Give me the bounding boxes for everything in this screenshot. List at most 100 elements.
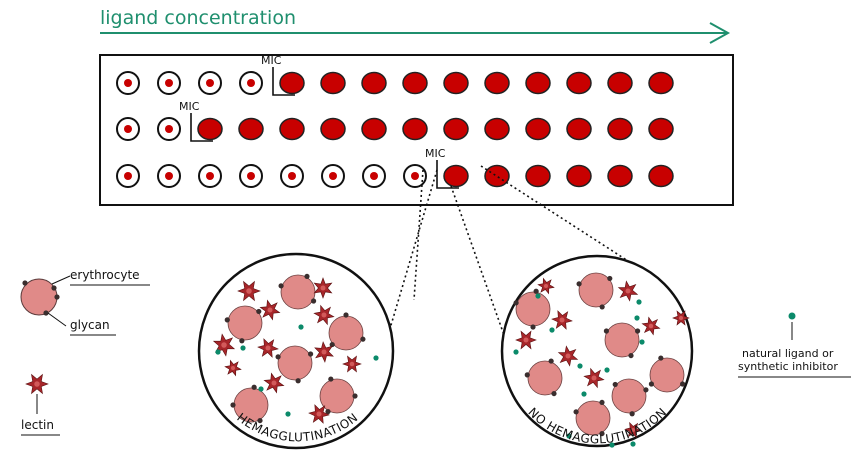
well-agglutinated <box>525 117 551 141</box>
legend-lectin: lectin <box>21 373 60 436</box>
well-agglutinated <box>648 117 674 141</box>
well-button-dot <box>411 172 419 180</box>
glycan <box>576 281 582 287</box>
ligand-dot <box>609 442 615 448</box>
glycan <box>629 411 635 417</box>
well-agglutinated <box>402 117 428 141</box>
well-agglutinated <box>279 117 305 141</box>
glycan <box>643 387 649 393</box>
ligand-dot <box>535 293 541 299</box>
ligand-dot <box>258 386 264 392</box>
mic-label: MIC <box>425 147 446 160</box>
well-agglutinated <box>525 71 551 95</box>
glycan <box>295 378 301 384</box>
well-button-dot <box>206 79 214 87</box>
glycan <box>230 402 236 408</box>
well-agglutinated <box>320 117 346 141</box>
ligand-dot <box>373 355 379 361</box>
glycan <box>256 308 262 315</box>
glycan <box>278 283 284 289</box>
glycan <box>530 324 536 330</box>
erythrocyte <box>578 272 614 308</box>
well-agglutinated <box>402 71 428 95</box>
glycan <box>513 300 519 306</box>
glycan <box>329 341 335 348</box>
glycan <box>634 328 641 334</box>
erythrocyte <box>280 274 316 310</box>
glycan <box>551 390 557 397</box>
ligand-dot <box>634 315 640 321</box>
glycan <box>599 399 605 406</box>
glycan <box>628 352 634 359</box>
well-agglutinated <box>279 71 305 95</box>
glycan <box>275 354 281 360</box>
erythrocyte <box>515 291 551 327</box>
erythrocyte <box>611 378 647 414</box>
well-button-dot <box>247 172 255 180</box>
well-button-dot <box>288 172 296 180</box>
well-agglutinated <box>443 164 469 188</box>
no-hemagglutination-zoom: NO HEMAGGLUTINATION <box>500 254 694 448</box>
well-agglutinated <box>238 117 264 141</box>
mic-markers: MIC MIC MIC <box>179 54 459 189</box>
well-agglutinated <box>566 71 592 95</box>
glycan <box>599 430 605 437</box>
mic-label: MIC <box>179 100 200 113</box>
glycan <box>307 351 314 357</box>
ligand-dot <box>240 345 246 351</box>
erythrocyte <box>527 360 563 396</box>
ligand-dot <box>577 363 583 369</box>
ligand-dot <box>581 391 587 397</box>
glycan <box>328 376 334 382</box>
mic-bracket <box>272 67 295 96</box>
concentration-arrow <box>100 22 731 44</box>
glycan <box>360 336 366 342</box>
well-agglutinated <box>484 117 510 141</box>
well-agglutinated <box>607 164 633 188</box>
ligand-dot <box>513 349 519 355</box>
erythrocyte <box>649 357 685 393</box>
glycan <box>648 381 655 387</box>
ligand-dot <box>298 324 304 330</box>
well-agglutinated <box>525 164 551 188</box>
glycan <box>599 304 605 310</box>
erythrocyte <box>319 378 355 414</box>
ligand-dot <box>630 441 636 447</box>
ligand-dot <box>215 349 221 355</box>
glycan <box>352 393 358 399</box>
ligand-dot <box>549 327 555 333</box>
glycan <box>310 298 317 304</box>
glycan <box>603 328 610 334</box>
erythrocyte <box>227 305 263 341</box>
ligand-dot <box>604 367 610 373</box>
glycan <box>251 384 257 390</box>
concentration-title: ligand concentration <box>100 7 296 29</box>
erythrocyte <box>277 345 313 381</box>
well-agglutinated <box>648 71 674 95</box>
well-button-dot <box>124 79 132 87</box>
mic-label: MIC <box>261 54 282 67</box>
well-button-dot <box>165 79 173 87</box>
well-agglutinated <box>197 117 223 141</box>
mic-bracket <box>190 113 213 142</box>
well-agglutinated <box>607 117 633 141</box>
ligand-dot <box>636 299 642 305</box>
glycan <box>607 275 613 282</box>
well-button-dot <box>124 172 132 180</box>
legend-lectin-label: lectin <box>21 418 54 432</box>
legend-ligand: natural ligand or synthetic inhibitor <box>738 312 851 378</box>
mic-bracket <box>436 160 459 189</box>
ligand-dot <box>285 411 291 417</box>
well-button-dot <box>124 125 132 133</box>
legend-ligand-label-2: synthetic inhibitor <box>738 360 838 373</box>
well-agglutinated <box>443 117 469 141</box>
glycan <box>548 358 554 364</box>
well-agglutinated <box>320 71 346 95</box>
well-button-dot <box>247 79 255 87</box>
glycan <box>533 288 539 294</box>
well-agglutinated <box>361 117 387 141</box>
plate-wells <box>116 71 674 188</box>
ligand-dot <box>566 433 572 439</box>
well-button-dot <box>165 125 173 133</box>
